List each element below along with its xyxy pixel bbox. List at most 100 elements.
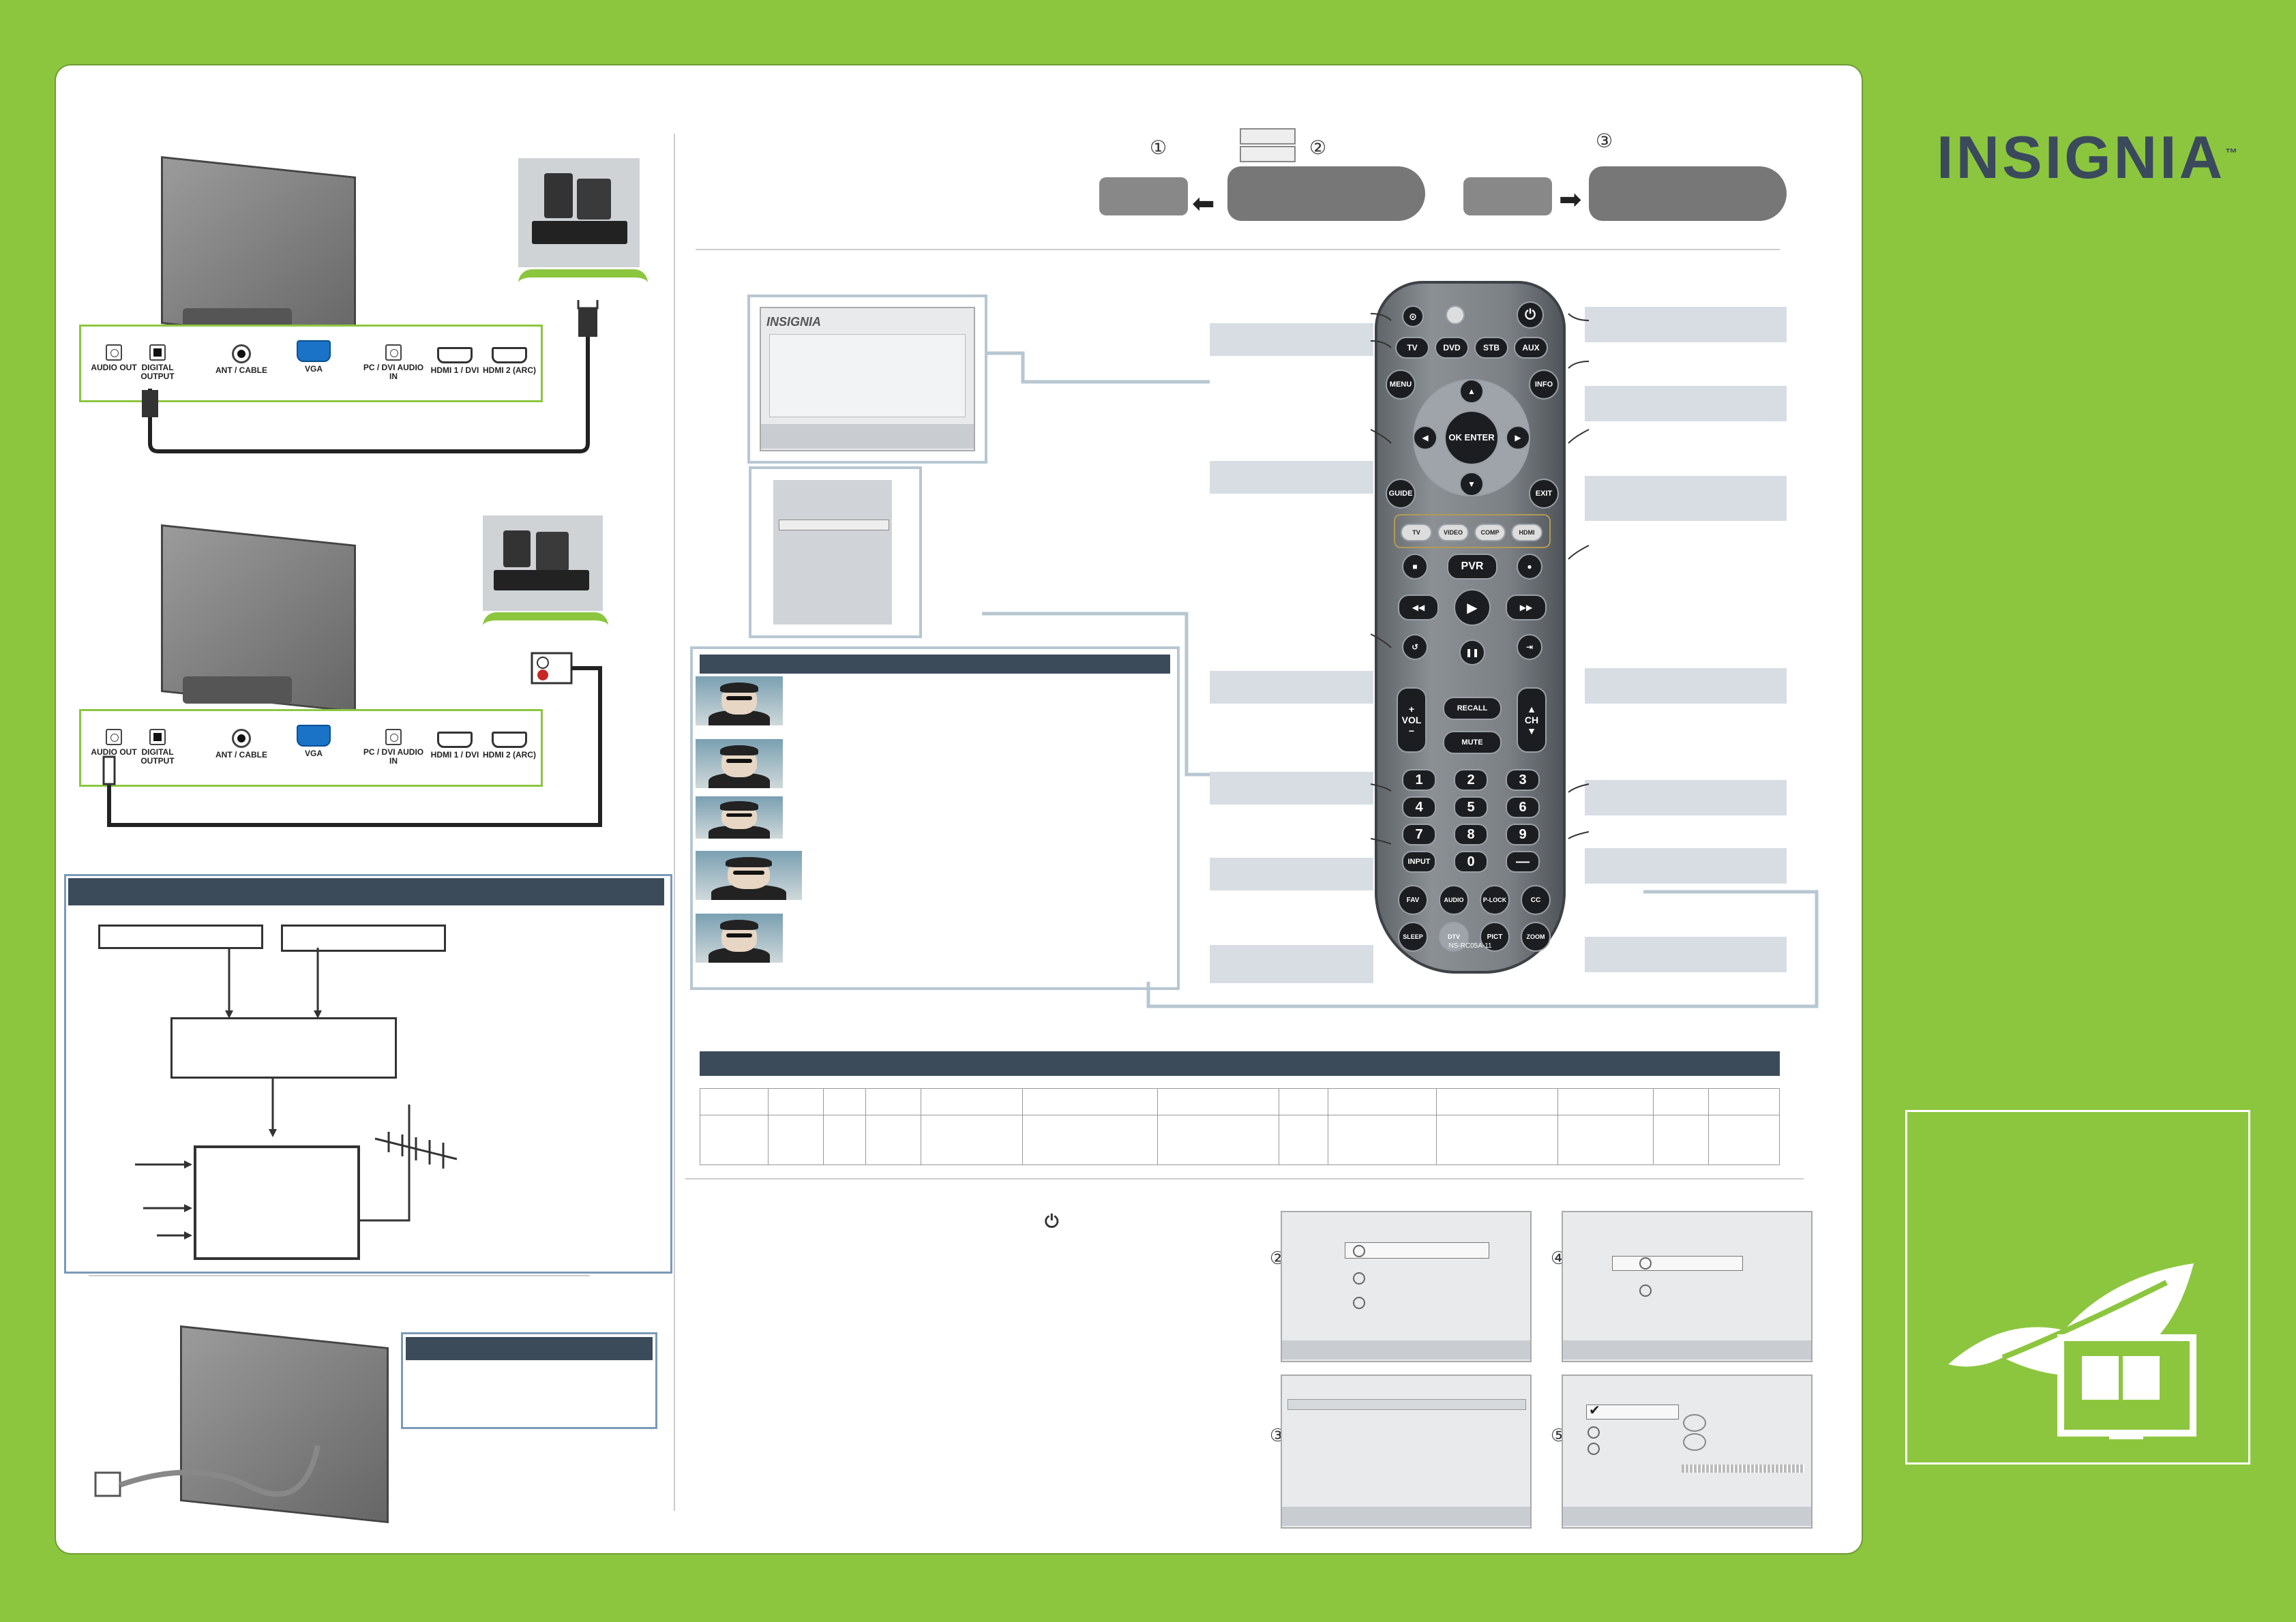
digit-4-button[interactable]: 4: [1402, 796, 1436, 818]
setup-option-selected[interactable]: [1345, 1242, 1489, 1259]
port-audio-out-1: AUDIO OUT: [87, 344, 141, 372]
setup-list-highlight[interactable]: [1287, 1399, 1526, 1410]
digit-2-button[interactable]: 2: [1454, 769, 1488, 791]
exit-button[interactable]: EXIT: [1529, 479, 1559, 509]
submenu-frame: [749, 466, 922, 638]
power-cable: [94, 1445, 320, 1497]
replay-button[interactable]: ↺: [1402, 634, 1428, 660]
record-icon: ●: [1527, 562, 1532, 571]
fast-forward-icon: ▶▶: [1519, 603, 1533, 612]
stop-button[interactable]: ■: [1402, 554, 1428, 580]
speaker-system-image-1: [518, 158, 640, 267]
video-quick-button[interactable]: VIDEO: [1437, 524, 1469, 541]
table-cell: [1557, 1088, 1654, 1115]
pc-audio-jack-icon: [385, 344, 402, 361]
dtv-button[interactable]: DTV: [1439, 922, 1469, 952]
source-tv-button[interactable]: TV: [1395, 337, 1429, 359]
comp-quick-button[interactable]: COMP: [1474, 524, 1506, 541]
port-ant-cable-1: ANT / CABLE: [204, 344, 279, 375]
pc-audio-jack-icon: [385, 729, 402, 745]
rear-panel-2: AUDIO OUT DIGITAL OUTPUT ANT / CABLE VGA…: [79, 709, 543, 787]
info-button[interactable]: INFO: [1529, 370, 1559, 400]
setup-bottom-bar: [1282, 1507, 1530, 1526]
recall-button[interactable]: RECALL: [1443, 697, 1502, 720]
manual-book-icon: [2057, 1334, 2196, 1437]
set-top-box-image: [281, 925, 446, 952]
rewind-button[interactable]: ◀◀: [1398, 595, 1439, 620]
remote-callout-lines: [1371, 313, 1590, 845]
mute-button[interactable]: MUTE: [1443, 731, 1502, 754]
volume-up[interactable]: +: [1408, 704, 1415, 715]
radio-icon: [1353, 1297, 1365, 1309]
setup-option-selected[interactable]: [1586, 1405, 1679, 1420]
record-button[interactable]: ●: [1517, 554, 1542, 580]
sleep-button[interactable]: SLEEP: [1398, 922, 1428, 952]
source-dvd-button[interactable]: DVD: [1435, 337, 1469, 359]
source-stb-button[interactable]: STB: [1474, 337, 1508, 359]
menu-button[interactable]: MENU: [1386, 370, 1416, 400]
zoom-button[interactable]: ZOOM: [1521, 922, 1551, 952]
audio-button[interactable]: AUDIO: [1439, 885, 1469, 915]
volume-rocker[interactable]: + VOL −: [1397, 687, 1427, 753]
table-cell: [823, 1115, 866, 1165]
av-receiver-image: [170, 1017, 397, 1079]
channel-down-icon[interactable]: ▼: [1527, 725, 1536, 736]
table-cell: [1435, 1115, 1559, 1165]
source-aux-button[interactable]: AUX: [1514, 337, 1548, 359]
remote-brand-logo: INSIGNIA: [1419, 975, 1521, 997]
rewind-icon: ◀◀: [1412, 603, 1425, 612]
p-lock-button[interactable]: P-LOCK: [1480, 885, 1510, 915]
input-button[interactable]: INPUT: [1402, 851, 1436, 873]
power-button[interactable]: ⏻: [1517, 301, 1544, 329]
down-arrow-button[interactable]: ▼: [1459, 472, 1484, 496]
left-arrow-button[interactable]: ◀: [1413, 425, 1437, 450]
tv-quick-button[interactable]: TV: [1401, 524, 1432, 541]
optical-cable-1: [142, 300, 599, 453]
up-arrow-button[interactable]: ▲: [1459, 379, 1484, 404]
digit-7-button[interactable]: 7: [1402, 824, 1436, 845]
fav-button[interactable]: FAV: [1398, 885, 1428, 915]
digit-1-button[interactable]: 1: [1402, 769, 1436, 791]
skip-forward-button[interactable]: ⇥: [1517, 634, 1542, 660]
picture-sample-3: [696, 796, 783, 839]
port-hdmi2-1: HDMI 2 (ARC): [475, 347, 543, 375]
digit-5-button[interactable]: 5: [1454, 796, 1488, 818]
cc-button[interactable]: CC: [1521, 885, 1551, 915]
port-hdmi2-2: HDMI 2 (ARC): [475, 732, 543, 760]
ok-enter-button[interactable]: OK ENTER: [1444, 410, 1499, 465]
setup-screen-5: ✔: [1562, 1375, 1813, 1529]
pause-icon: ❚❚: [1465, 648, 1480, 657]
digit-9-button[interactable]: 9: [1506, 824, 1540, 845]
menu-screen: INSIGNIA: [760, 307, 975, 451]
pvr-button[interactable]: PVR: [1447, 554, 1497, 580]
pause-button[interactable]: ❚❚: [1459, 640, 1485, 665]
section-divider-top: [696, 249, 1780, 250]
right-arrow-button[interactable]: ▶: [1506, 425, 1530, 450]
guide-button[interactable]: GUIDE: [1386, 479, 1416, 509]
digit-6-button[interactable]: 6: [1506, 796, 1540, 818]
battery-step-2: ②: [1309, 137, 1327, 158]
hdmi-quick-button[interactable]: HDMI: [1511, 524, 1542, 541]
fast-forward-button[interactable]: ▶▶: [1506, 595, 1547, 620]
dash-button[interactable]: —: [1506, 851, 1540, 873]
power-note-header: [406, 1337, 653, 1360]
channel-rocker[interactable]: ▲ CH ▼: [1517, 687, 1547, 753]
setup-option-selected[interactable]: [1612, 1256, 1743, 1271]
port-digital-output-2: DIGITAL OUTPUT: [130, 729, 185, 766]
zoom-connector: [1146, 890, 1819, 1008]
digit-8-button[interactable]: 8: [1454, 824, 1488, 845]
volume-down[interactable]: −: [1408, 725, 1415, 736]
audio-out-jack-icon: [106, 344, 122, 361]
table-cell: [1708, 1088, 1780, 1115]
tv-input-button[interactable]: ⊙: [1402, 305, 1424, 327]
play-button[interactable]: ▶: [1454, 589, 1491, 626]
pict-button[interactable]: PICT: [1480, 922, 1510, 952]
replay-icon: ↺: [1411, 642, 1419, 652]
power-note-box: [401, 1332, 657, 1429]
rear-panel-1: AUDIO OUT DIGITAL OUTPUT ANT / CABLE VGA…: [79, 325, 543, 402]
digit-0-button[interactable]: 0: [1454, 851, 1488, 873]
channel-up-icon[interactable]: ▲: [1527, 704, 1536, 715]
code-table: [699, 1088, 1780, 1165]
digit-3-button[interactable]: 3: [1506, 769, 1540, 791]
label-box-vol: [1210, 671, 1373, 704]
